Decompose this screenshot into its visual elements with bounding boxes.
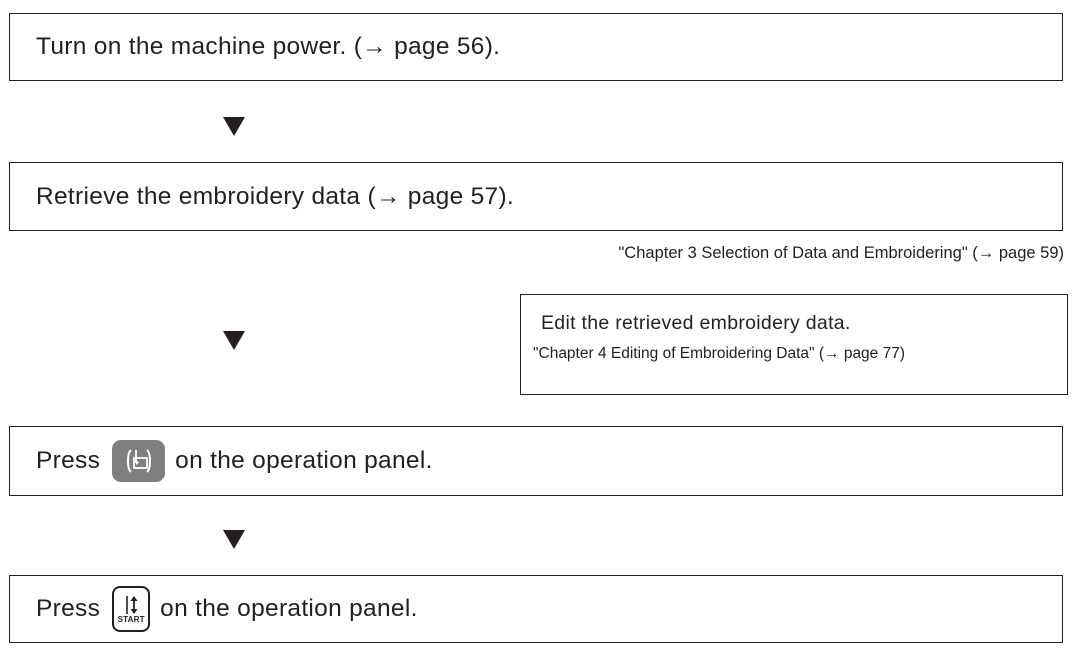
optional-edit-box: Edit the retrieved embroidery data. "Cha… [520,294,1068,395]
down-triangle-icon [223,331,245,350]
chapter3-reference: "Chapter 3 Selection of Data and Embroid… [618,244,1064,262]
down-triangle-icon [223,530,245,549]
start-key-icon: START [112,586,151,632]
edit-step-title: Edit the retrieved embroidery data. [541,312,851,334]
step-prefix: Press [36,447,101,474]
step-suffix: on the operation panel. [160,595,418,622]
step-retrieve-data: Retrieve the embroidery data (→ page 57)… [9,162,1063,231]
step-prefix: Press [36,595,101,622]
down-triangle-icon [223,117,245,136]
step-turn-on-power: Turn on the machine power. (→ page 56). [9,13,1063,81]
chapter4-reference: "Chapter 4 Editing of Embroidering Data"… [533,345,906,362]
step-press-edit-key: Press on the operation panel. [9,426,1063,496]
edit-key-icon [112,440,166,482]
step-text: Turn on the machine power. (→ page 56). [36,33,501,60]
needle-updown-icon [126,595,138,614]
step-suffix: on the operation panel. [175,447,433,474]
step-text: Retrieve the embroidery data (→ page 57)… [36,182,515,210]
start-key-label: START [117,614,145,624]
step-press-start-key: Press START on the operation panel. [9,575,1063,643]
edit-key-glyph [126,449,151,473]
